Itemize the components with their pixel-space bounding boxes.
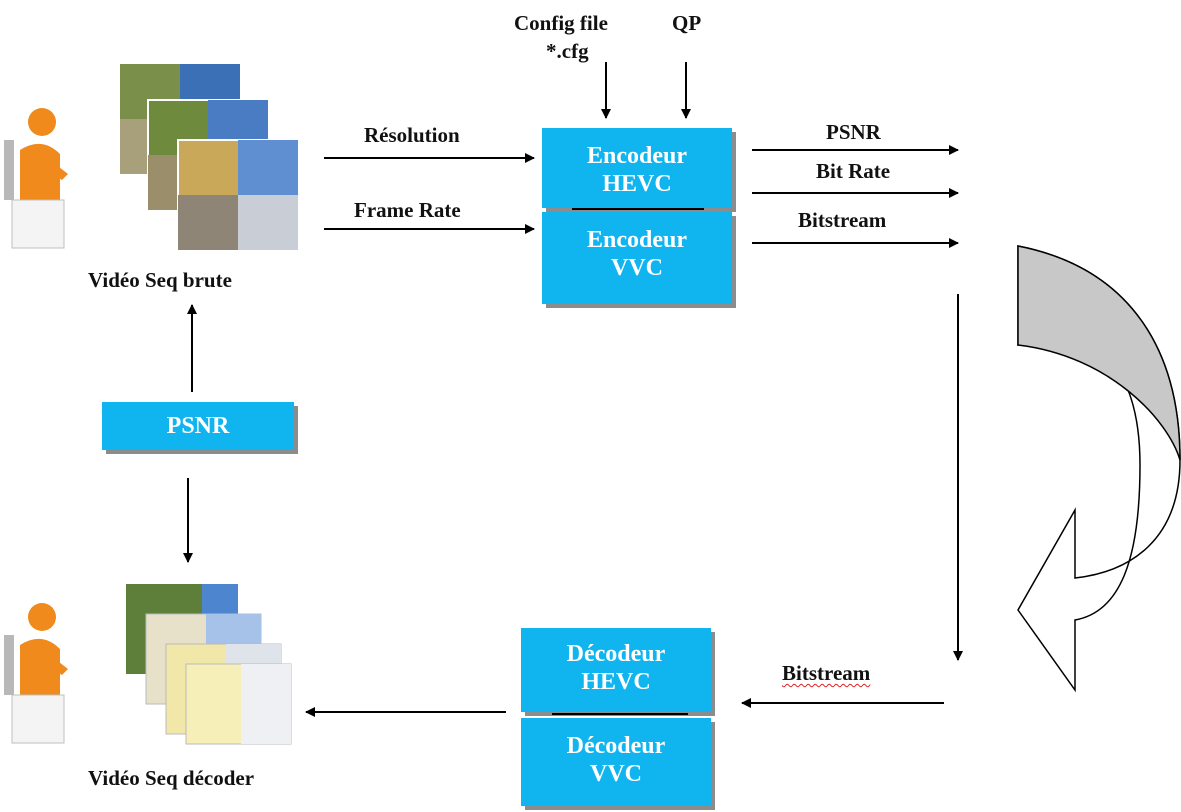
decoded-video-caption: Vidéo Seq décoder: [88, 766, 255, 790]
decoded-video-frames-image: [126, 584, 292, 745]
decoder-hevc-line2: HEVC: [581, 669, 651, 695]
encoder-hevc-line1: Encodeur: [586, 143, 687, 169]
frame-rate-label: Frame Rate: [354, 198, 461, 222]
decoder-hevc-box: Décodeur HEVC: [521, 628, 711, 712]
user-icon-bottom: [4, 603, 68, 744]
output-psnr-label: PSNR: [826, 120, 881, 144]
user-icon-top: [4, 108, 68, 249]
resolution-label: Résolution: [364, 123, 460, 147]
decoder-vvc-line1: Décodeur: [566, 733, 666, 759]
encoder-hevc-box: Encodeur HEVC: [542, 128, 732, 208]
config-file-ext-label: *.cfg: [546, 39, 589, 63]
return-bitstream-label: Bitstream: [782, 661, 871, 685]
qp-label: QP: [672, 11, 702, 35]
curved-return-arrow-shade: [1017, 245, 1181, 461]
raw-video-frames-image: [120, 64, 299, 251]
encoder-vvc-line1: Encodeur: [586, 227, 687, 253]
encoder-hevc-line2: HEVC: [602, 171, 672, 197]
output-bitstream-label: Bitstream: [798, 208, 887, 232]
raw-video-caption: Vidéo Seq brute: [88, 268, 232, 292]
psnr-box: PSNR: [102, 402, 294, 450]
decoder-vvc-box: Décodeur VVC: [521, 718, 711, 806]
encoder-vvc-line2: VVC: [611, 255, 663, 281]
psnr-box-label: PSNR: [166, 413, 230, 439]
encoder-vvc-box: Encodeur VVC: [542, 212, 732, 304]
decoder-vvc-line2: VVC: [590, 761, 642, 787]
decoder-hevc-line1: Décodeur: [566, 641, 666, 667]
config-file-label: Config file: [514, 11, 608, 35]
output-bit-rate-label: Bit Rate: [816, 159, 891, 183]
